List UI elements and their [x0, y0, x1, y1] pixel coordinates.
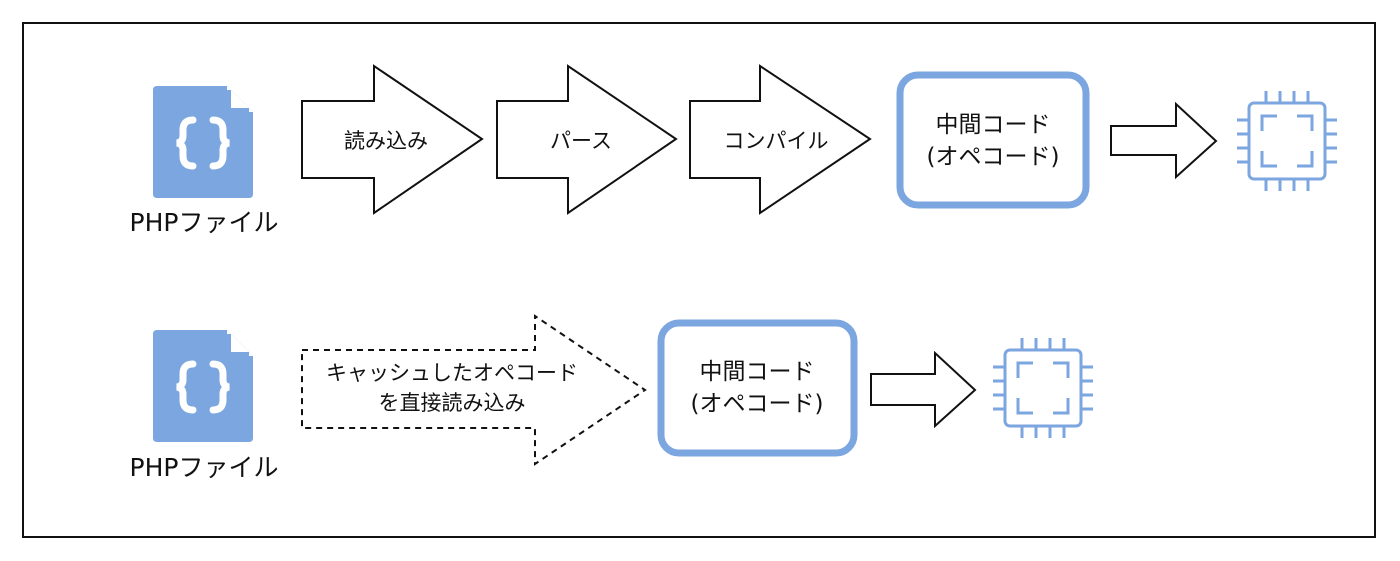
step-compile-label: コンパイル	[724, 129, 829, 153]
top-opcode-line2: (オペコード)	[927, 144, 1060, 170]
php-file-icon	[153, 86, 253, 198]
top-file-label: PHPファイル	[130, 208, 279, 237]
top-exec-arrow	[1110, 101, 1218, 180]
step-parse-label: パース	[550, 129, 612, 153]
step-parse-arrow: パース	[496, 64, 678, 215]
cpu-chip-icon	[991, 336, 1095, 440]
bottom-opcode-line1: 中間コード	[700, 359, 815, 385]
cached-read-line2: を直接読み込み	[379, 391, 526, 415]
cached-read-line1: キャッシュしたオペコード	[326, 361, 578, 385]
diagram-frame	[22, 22, 1376, 538]
bottom-opcode-box: 中間コード (オペコード)	[657, 319, 858, 457]
bottom-exec-arrow	[870, 350, 977, 429]
top-opcode-box: 中間コード (オペコード)	[896, 71, 1090, 209]
bottom-file-label: PHPファイル	[130, 453, 279, 482]
cached-read-arrow: キャッシュしたオペコード を直接読み込み	[301, 314, 647, 466]
cpu-chip-icon	[1235, 89, 1339, 193]
bottom-opcode-line2: (オペコード)	[691, 391, 824, 417]
step-read-arrow: 読み込み	[301, 64, 484, 215]
step-read-label: 読み込み	[344, 129, 428, 153]
top-opcode-line1: 中間コード	[936, 112, 1051, 138]
php-file-icon	[153, 330, 253, 442]
step-compile-arrow: コンパイル	[689, 64, 872, 215]
